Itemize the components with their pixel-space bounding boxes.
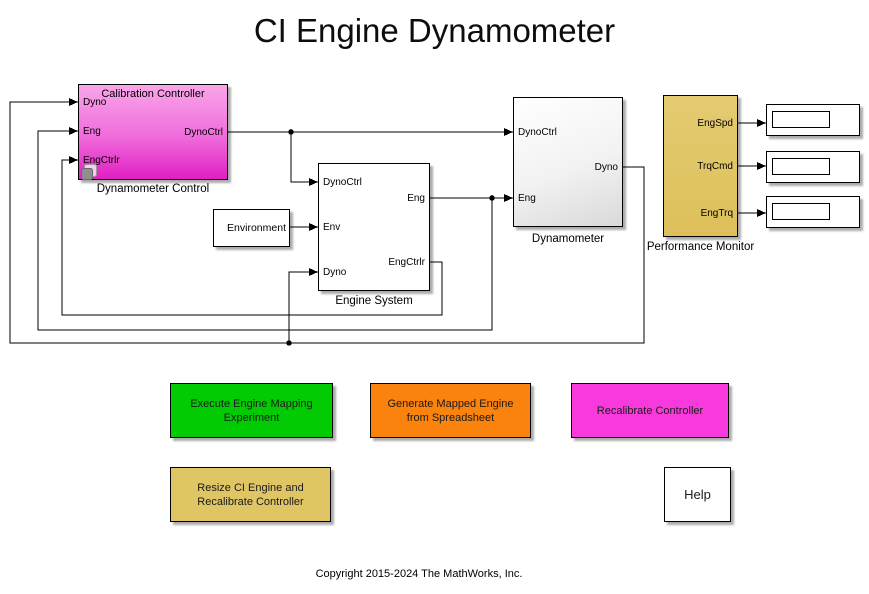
junction-dot [489,195,495,201]
arrowhead [757,119,766,127]
block-header: Calibration Controller [101,88,205,100]
environment-label: Environment [227,222,286,234]
arrowhead [309,178,318,186]
wire-dyno-branch[interactable] [288,271,318,343]
port-in-eng: Eng [83,126,101,137]
port-in-dyno: Dyno [83,97,107,108]
block-name-dynamometer: Dynamometer [531,233,605,245]
block-name-dynamometer-control: Dynamometer Control [96,183,210,195]
display-block-engtrq[interactable] [766,196,860,228]
arrowhead [309,268,318,276]
arrowhead [504,128,513,136]
button-label-line: Execute Engine Mapping [190,397,313,410]
port-in-dyno: Dyno [323,267,347,278]
subsystem-reference-badge-icon [80,163,99,182]
button-label-line: Experiment [223,411,280,424]
display-readout [772,203,830,220]
block-performance-monitor[interactable]: EngSpd TrqCmd EngTrq [663,95,738,237]
block-engine-system[interactable]: DynoCtrl Env Dyno Eng EngCtrlr [318,163,430,291]
arrowhead [504,194,513,202]
button-label-line: Recalibrate Controller [596,404,704,417]
button-label-line: from Spreadsheet [406,411,495,424]
display-readout [772,111,830,128]
resize-ci-engine-button[interactable]: Resize CI Engine and Recalibrate Control… [170,467,331,522]
button-label-line: Generate Mapped Engine [387,397,514,410]
port-out-dynoctrl: DynoCtrl [184,127,223,138]
port-in-eng: Eng [518,193,536,204]
block-name-performance-monitor: Performance Monitor [646,241,755,253]
wire-dynoctrl-branch[interactable] [290,132,318,183]
port-in-dynoctrl: DynoCtrl [518,127,557,138]
arrowhead [757,209,766,217]
help-button[interactable]: Help [664,467,731,522]
port-out-engspd: EngSpd [697,118,733,129]
block-environment[interactable]: Environment [213,209,290,247]
block-name-engine-system: Engine System [335,295,413,307]
recalibrate-controller-button[interactable]: Recalibrate Controller [571,383,729,438]
display-readout [772,158,830,175]
port-out-dyno: Dyno [594,162,618,173]
arrowhead [69,127,78,135]
port-out-eng: Eng [407,193,425,204]
block-calibration-controller[interactable]: Calibration Controller Dyno Eng EngCtrlr… [78,84,228,180]
arrowhead [69,156,78,164]
port-in-dynoctrl: DynoCtrl [323,177,362,188]
port-out-engtrq: EngTrq [700,208,733,219]
arrowhead [309,223,318,231]
junction-dot [288,129,294,135]
port-out-trqcmd: TrqCmd [697,161,733,172]
port-out-engctrlr: EngCtrlr [388,257,425,268]
display-block-trqcmd[interactable] [766,151,860,183]
copyright-text: Copyright 2015-2024 The MathWorks, Inc. [315,568,523,580]
junction-dot [286,340,292,346]
model-title: CI Engine Dynamometer [253,12,616,49]
generate-mapped-engine-button[interactable]: Generate Mapped Engine from Spreadsheet [370,383,531,438]
button-label-line: Help [684,486,711,502]
port-in-engctrlr: EngCtrlr [83,155,120,166]
port-in-env: Env [323,222,341,233]
button-label-line: Resize CI Engine and [197,481,304,494]
block-dynamometer[interactable]: DynoCtrl Eng Dyno [513,97,623,227]
execute-engine-mapping-button[interactable]: Execute Engine Mapping Experiment [170,383,333,438]
arrowhead [69,98,78,106]
arrowhead [757,162,766,170]
display-block-engspd[interactable] [766,104,860,136]
button-label-line: Recalibrate Controller [197,495,304,508]
